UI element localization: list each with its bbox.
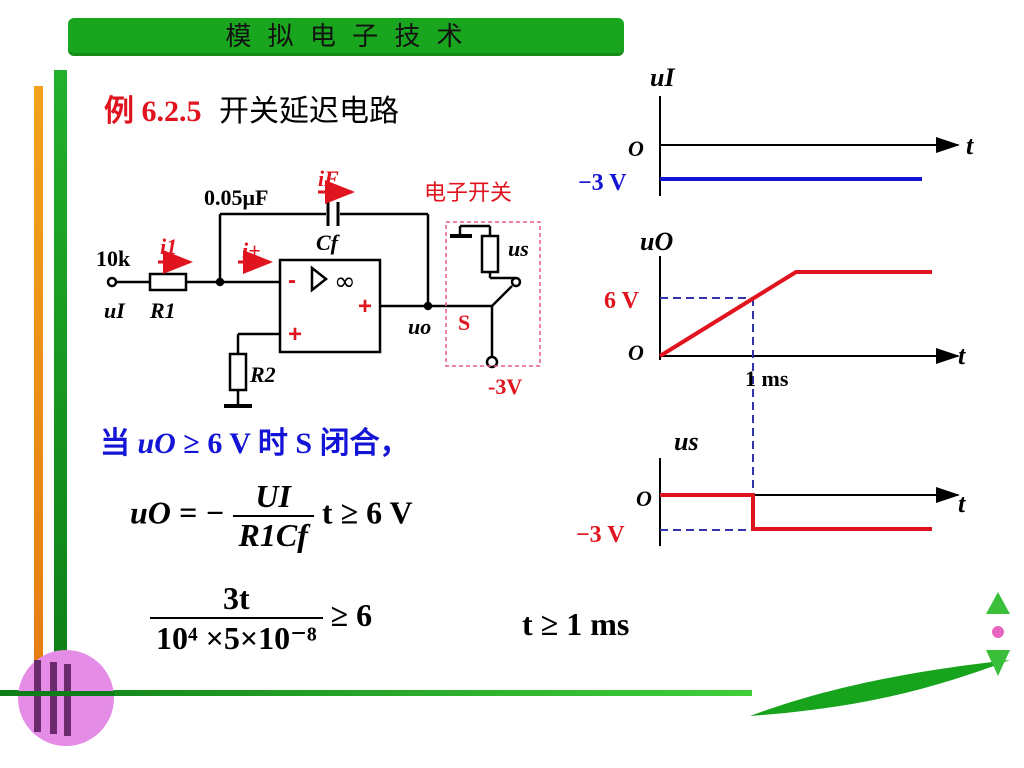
example-heading: 例 6.2.5 开关延迟电路	[104, 86, 399, 130]
eq2-rhs: ≥ 6	[330, 596, 373, 633]
condition-var: uO	[137, 427, 176, 460]
ui-t-label: t	[966, 131, 974, 160]
nav-home-icon[interactable]	[992, 626, 1004, 638]
cf-label: Cf	[316, 230, 341, 255]
eq1-fraction: UI R1Cf	[232, 478, 314, 554]
left-green-bar	[54, 70, 67, 698]
graph-ui: uI O t −3 V	[578, 63, 974, 196]
equation-2: 3t 10⁴ ×5×10⁻⁸ ≥ 6	[150, 580, 372, 657]
us-origin-label: O	[636, 486, 652, 511]
us-circuit-label: us	[508, 236, 529, 261]
header-title: 模 拟 电 子 技 术	[68, 18, 624, 56]
switch-title: 电子开关	[424, 181, 512, 206]
nav-down-icon[interactable]	[986, 650, 1010, 676]
op-amp-triangle	[310, 265, 329, 293]
us-t-label: t	[958, 489, 966, 518]
uo-circuit-label: uo	[408, 314, 431, 339]
logo-bar-2	[50, 662, 57, 734]
neg3v-circuit-label: -3V	[488, 374, 522, 399]
us-axis-label: us	[674, 427, 699, 456]
logo-hline	[18, 691, 114, 696]
op-amp	[278, 258, 382, 354]
r1-label: R1	[149, 298, 176, 323]
bottom-green-line	[0, 690, 752, 696]
eq1-lhs: uO = −	[130, 494, 225, 531]
neg-supply-terminal	[485, 355, 499, 369]
logo-bar-3	[64, 664, 71, 736]
logo-bar-1	[34, 660, 41, 732]
condition-line: 当 uO ≥ 6 V 时 S 闭合，	[100, 418, 410, 462]
uo-axis-label: uO	[640, 227, 673, 256]
graph-uo: uO O t 6 V 1 ms	[604, 227, 966, 530]
plus-output-label: +	[358, 293, 372, 320]
decorative-swoosh	[750, 660, 1010, 716]
minus-input-label: -	[288, 267, 296, 294]
eq2-numerator: 3t	[150, 580, 323, 619]
switch-blade	[491, 285, 513, 307]
s-label: S	[458, 310, 470, 335]
example-number: 例 6.2.5	[104, 95, 202, 128]
cap-value-label: 0.05μF	[204, 185, 268, 210]
ui-origin-label: O	[628, 136, 644, 161]
iplus-label: i+	[242, 238, 261, 263]
ui-circuit-label: uI	[104, 298, 126, 323]
plus-input-label: +	[288, 321, 302, 348]
ui-axis-label: uI	[650, 63, 675, 92]
nav-up-icon[interactable]	[986, 592, 1010, 614]
uo-level-label: 6 V	[604, 288, 640, 314]
us-level-label: −3 V	[576, 522, 625, 548]
ui-level-label: −3 V	[578, 170, 627, 196]
equation-3: t ≥ 1 ms	[522, 606, 630, 642]
resistor-r1	[148, 272, 188, 292]
us-waveform	[660, 493, 932, 531]
example-title: 开关延迟电路	[219, 94, 399, 129]
eq1-rhs: t ≥ 6 V	[321, 494, 413, 531]
eq2-fraction: 3t 10⁴ ×5×10⁻⁸	[150, 580, 323, 657]
resistor-r2	[228, 352, 248, 392]
equation-1: uO = − UI R1Cf t ≥ 6 V	[130, 478, 413, 554]
condition-prefix: 当	[100, 426, 130, 461]
circuit	[106, 202, 522, 408]
uo-t-label: t	[958, 341, 966, 370]
if-label: iF	[318, 166, 339, 191]
infinity-label: ∞	[334, 267, 356, 297]
uo-waveform	[658, 270, 932, 358]
uo-time-label: 1 ms	[745, 366, 789, 391]
graph-us: us O t −3 V	[576, 427, 966, 548]
switch-resistor	[480, 234, 500, 274]
left-orange-bar	[34, 86, 43, 728]
eq1-denominator: R1Cf	[238, 517, 308, 553]
r2-label: R2	[249, 362, 276, 387]
eq1-numerator: UI	[232, 478, 314, 517]
i1-label: i1	[160, 234, 177, 259]
r1-value-label: 10k	[96, 246, 131, 271]
input-terminal	[106, 276, 118, 288]
eq2-denominator: 10⁴ ×5×10⁻⁸	[156, 620, 317, 656]
condition-rest: ≥ 6 V 时 S 闭合，	[183, 427, 410, 460]
uo-origin-label: O	[628, 340, 644, 365]
